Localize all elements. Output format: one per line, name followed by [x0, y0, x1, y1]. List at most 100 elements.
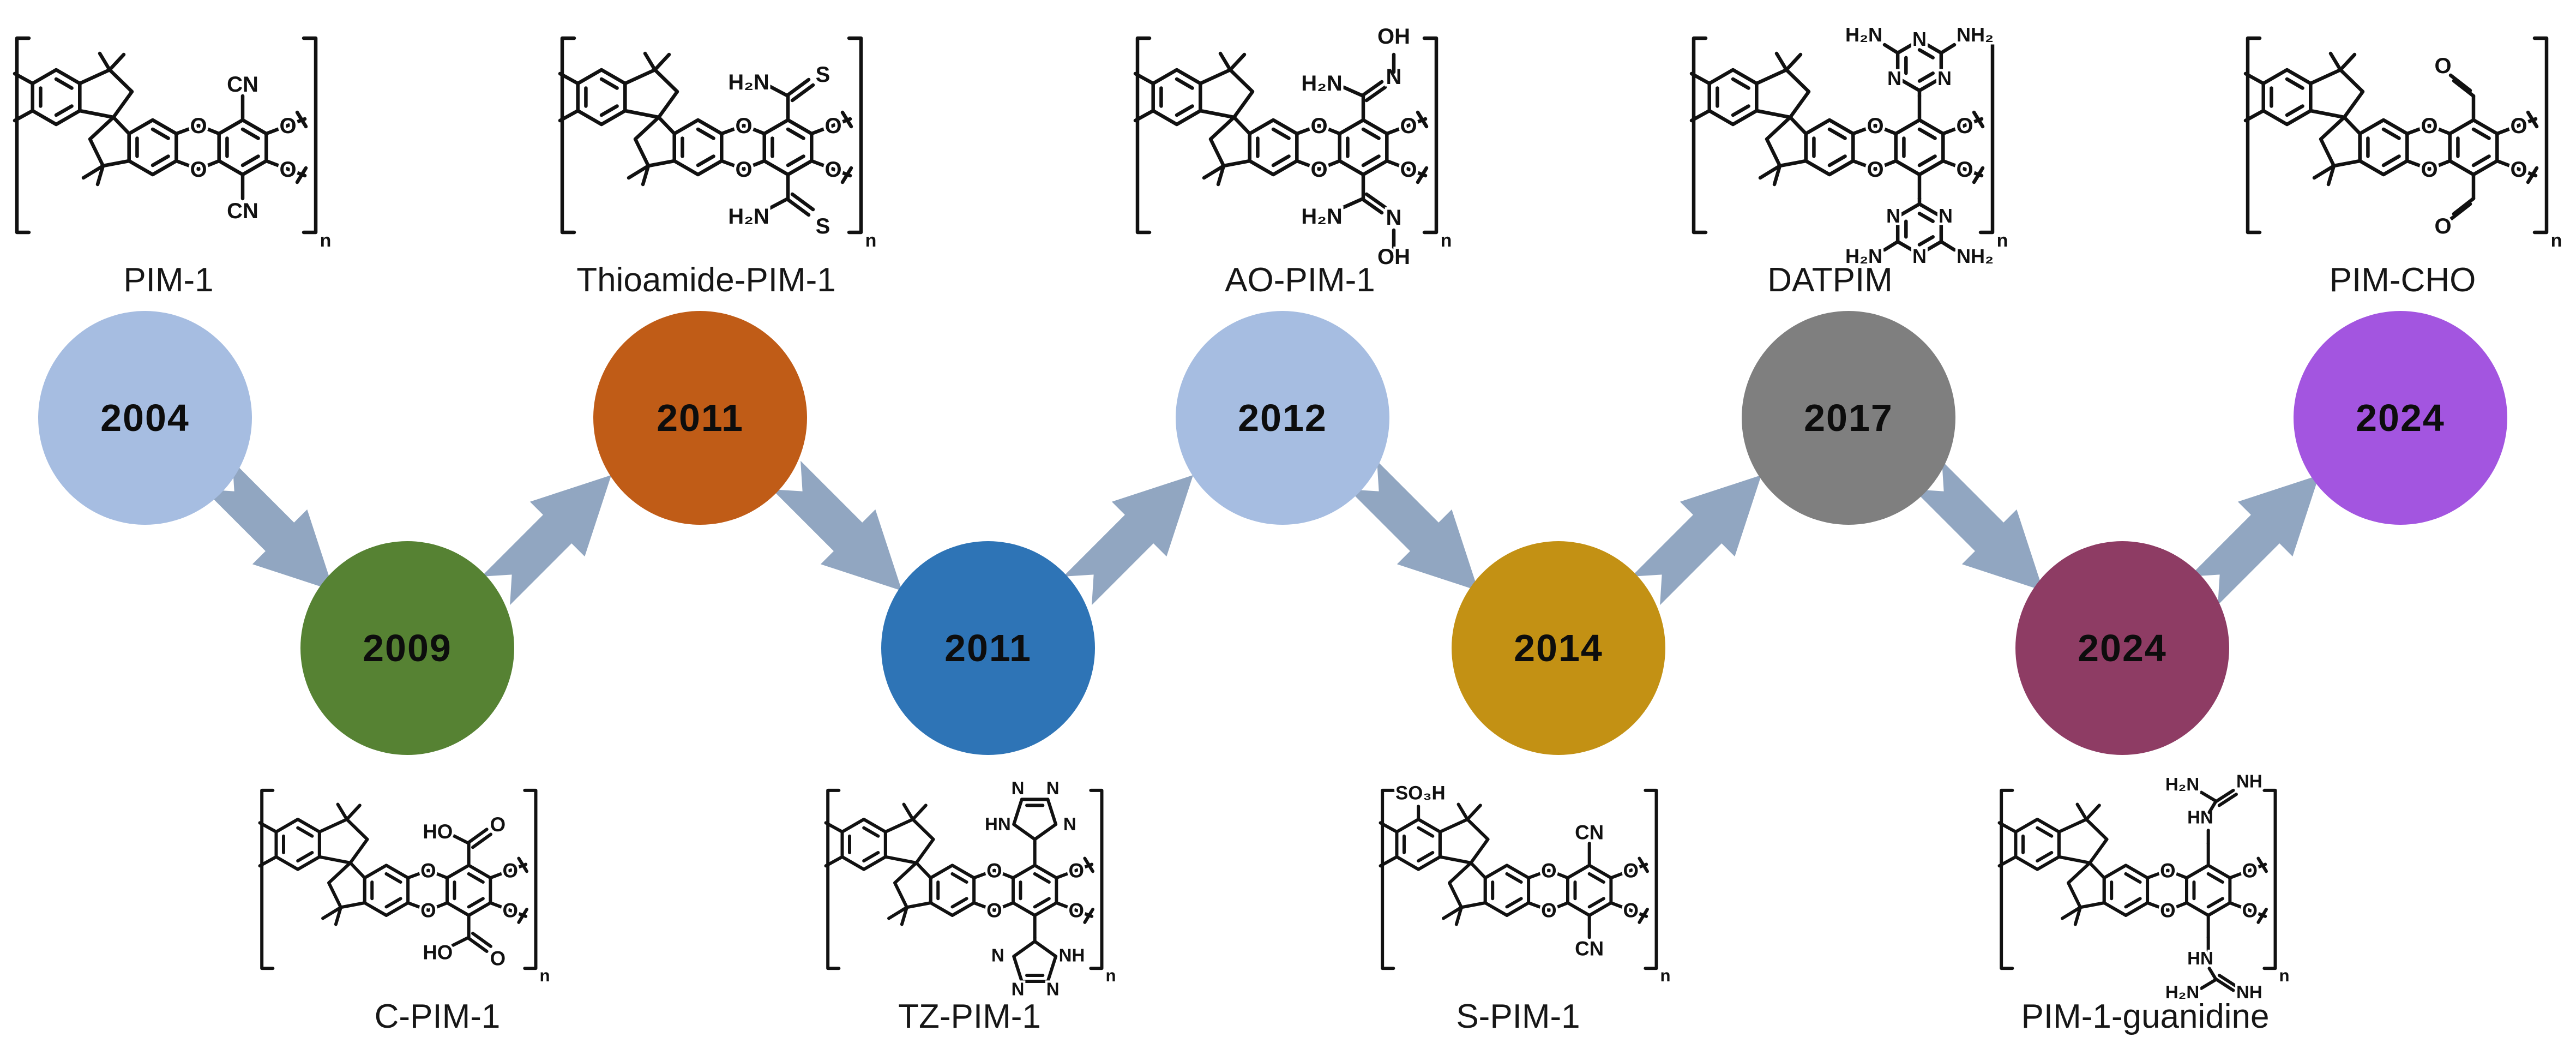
svg-text:O: O — [190, 158, 207, 182]
svg-text:n: n — [1441, 230, 1452, 251]
svg-text:O: O — [1623, 900, 1639, 922]
flow-arrow-icon — [1631, 475, 1762, 606]
svg-text:N: N — [1063, 814, 1076, 834]
svg-text:N: N — [1046, 979, 1060, 999]
svg-text:O: O — [279, 158, 296, 182]
timeline-year-node: 2011 — [593, 311, 807, 525]
svg-text:H₂N: H₂N — [728, 205, 769, 229]
polymer-name-label: AO-PIM-1 — [1225, 261, 1375, 299]
svg-text:n: n — [1997, 230, 2008, 251]
svg-text:O: O — [1541, 859, 1557, 882]
svg-text:NH: NH — [2236, 771, 2262, 791]
svg-text:n: n — [865, 230, 877, 251]
svg-text:O: O — [1068, 859, 1084, 882]
svg-text:O: O — [1400, 114, 1417, 138]
timeline-year-node: 2009 — [300, 541, 514, 755]
svg-text:O: O — [986, 859, 1002, 882]
year-text: 2012 — [1238, 397, 1327, 439]
timeline-year-node: 2011 — [881, 541, 1095, 755]
svg-text:O: O — [2160, 859, 2176, 882]
polymer-name-label: DATPIM — [1767, 261, 1893, 299]
svg-text:O: O — [490, 948, 506, 970]
svg-text:HN: HN — [2187, 807, 2213, 827]
flow-arrow-icon — [1348, 460, 1479, 591]
svg-text:n: n — [1660, 966, 1670, 985]
polymer-name-label: PIM-1-guanidine — [2021, 998, 2270, 1035]
svg-text:O: O — [824, 158, 841, 182]
svg-text:CN: CN — [1575, 937, 1604, 960]
svg-text:n: n — [1105, 966, 1116, 985]
flow-arrow-icon — [1913, 460, 2044, 591]
year-text: 2004 — [100, 397, 190, 439]
svg-text:H₂N: H₂N — [1845, 245, 1882, 267]
svg-text:O: O — [2242, 900, 2258, 922]
timeline-year-node: 2017 — [1742, 311, 1955, 525]
svg-text:H₂N: H₂N — [728, 70, 769, 94]
svg-text:n: n — [2279, 966, 2289, 985]
svg-text:CN: CN — [1575, 822, 1604, 844]
svg-text:H₂N: H₂N — [1301, 71, 1343, 95]
svg-text:H₂N: H₂N — [2165, 982, 2199, 1002]
svg-text:O: O — [735, 158, 752, 182]
svg-text:O: O — [2421, 158, 2437, 182]
year-text: 2011 — [657, 397, 744, 439]
svg-text:O: O — [1541, 900, 1557, 922]
svg-text:O: O — [279, 114, 296, 138]
svg-text:O: O — [2510, 158, 2527, 182]
year-text: 2009 — [363, 627, 452, 669]
polymer-name-label: PIM-CHO — [2329, 261, 2476, 299]
svg-text:N: N — [1887, 67, 1901, 89]
svg-text:N: N — [1939, 205, 1953, 227]
svg-text:O: O — [1956, 114, 1973, 138]
flow-arrow-icon — [203, 460, 334, 591]
svg-text:N: N — [1386, 206, 1402, 230]
flow-arrow-icon — [481, 475, 612, 606]
svg-text:O: O — [1867, 158, 1883, 182]
svg-text:O: O — [1956, 158, 1973, 182]
svg-text:OH: OH — [1377, 25, 1410, 49]
svg-text:O: O — [190, 114, 207, 138]
polymer-name-label: Thioamide-PIM-1 — [576, 261, 836, 299]
svg-text:N: N — [1912, 245, 1927, 267]
svg-text:O: O — [1867, 114, 1883, 138]
svg-text:SO₃H: SO₃H — [1395, 782, 1446, 804]
svg-text:N: N — [1012, 979, 1025, 999]
svg-text:N: N — [1912, 28, 1927, 50]
flow-arrow-icon — [1063, 475, 1194, 606]
svg-text:O: O — [502, 859, 518, 882]
timeline-year-node: 2004 — [38, 311, 252, 525]
svg-text:O: O — [502, 900, 518, 922]
svg-text:N: N — [991, 945, 1004, 965]
svg-text:O: O — [490, 813, 506, 836]
svg-text:N: N — [1886, 205, 1900, 227]
svg-text:N: N — [1046, 778, 1060, 798]
svg-text:n: n — [2551, 230, 2562, 251]
svg-text:n: n — [539, 966, 550, 985]
year-text: 2024 — [2078, 627, 2167, 669]
svg-text:S: S — [816, 214, 830, 238]
svg-text:HN: HN — [985, 814, 1011, 834]
svg-text:CN: CN — [227, 199, 258, 223]
svg-text:NH: NH — [1059, 945, 1085, 965]
svg-text:O: O — [824, 114, 841, 138]
year-text: 2011 — [944, 627, 1032, 669]
svg-text:O: O — [2160, 900, 2176, 922]
year-text: 2017 — [1804, 397, 1893, 439]
svg-text:O: O — [420, 900, 436, 922]
svg-text:OH: OH — [1377, 245, 1410, 269]
svg-text:O: O — [1400, 158, 1417, 182]
polymer-name-label: S-PIM-1 — [1456, 998, 1580, 1035]
polymer-name-label: C-PIM-1 — [374, 998, 501, 1035]
polymer-name-label: TZ-PIM-1 — [898, 998, 1041, 1035]
svg-text:NH₂: NH₂ — [1957, 245, 1994, 267]
svg-text:O: O — [2434, 54, 2451, 78]
svg-text:O: O — [1623, 859, 1639, 882]
svg-text:HO: HO — [423, 942, 453, 964]
svg-text:O: O — [2242, 859, 2258, 882]
